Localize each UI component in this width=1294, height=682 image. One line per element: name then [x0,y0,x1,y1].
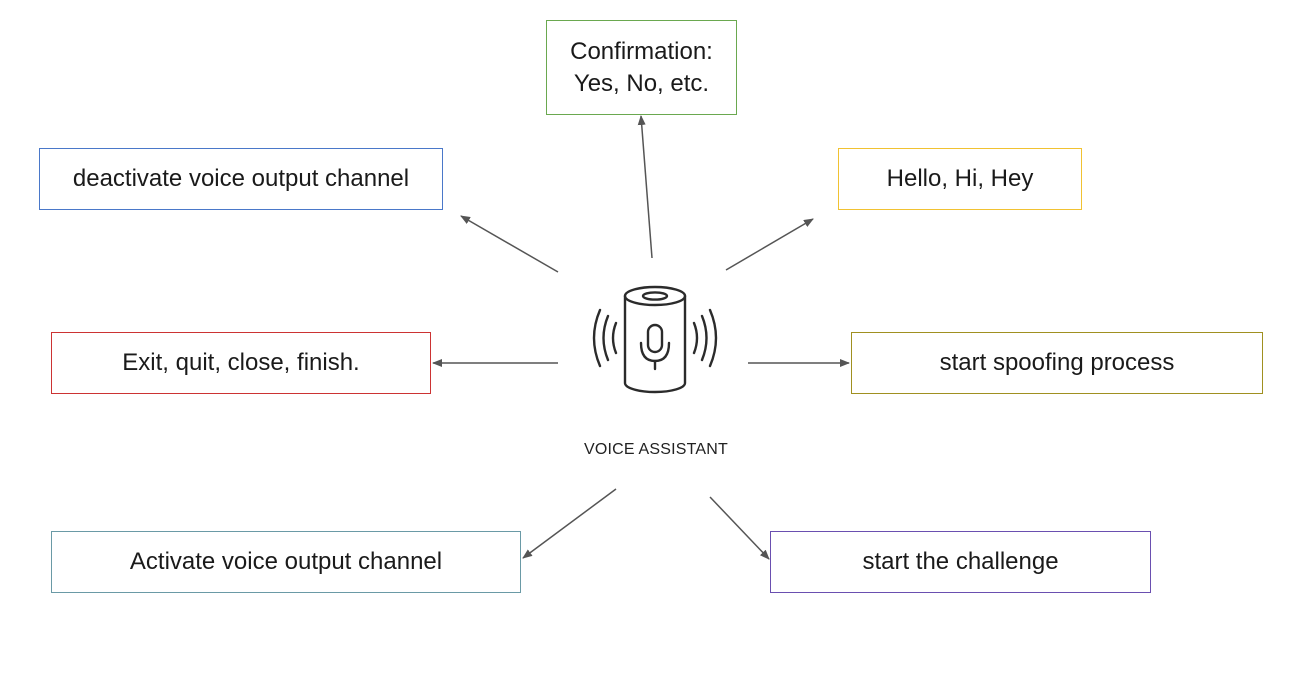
node-greeting-text: Hello, Hi, Hey [886,165,1034,193]
node-greeting: Hello, Hi, Hey [838,148,1082,210]
arrow-to-activate [522,488,617,559]
arrow-to-challenge [709,496,770,560]
arrow-to-hello [725,218,814,271]
voice-assistant-label: VOICE ASSISTANT [583,441,729,458]
smart-speaker-icon [592,285,718,394]
node-spoofing-text: start spoofing process [939,349,1175,377]
node-exit-text: Exit, quit, close, finish. [122,349,360,377]
node-challenge-text: start the challenge [862,548,1059,576]
node-confirmation: Confirmation: Yes, No, etc. [546,20,737,115]
node-deactivate-text: deactivate voice output channel [72,165,410,193]
node-exit: Exit, quit, close, finish. [51,332,431,394]
arrow-to-confirm [637,115,653,259]
node-confirmation-text: Confirmation: Yes, No, etc. [570,38,713,97]
arrow-to-deactivate [460,215,559,273]
node-start-spoofing: start spoofing process [851,332,1263,394]
node-deactivate-voice-output: deactivate voice output channel [39,148,443,210]
node-activate-text: Activate voice output channel [129,548,443,576]
node-activate-voice-output: Activate voice output channel [51,531,521,593]
node-start-challenge: start the challenge [770,531,1151,593]
